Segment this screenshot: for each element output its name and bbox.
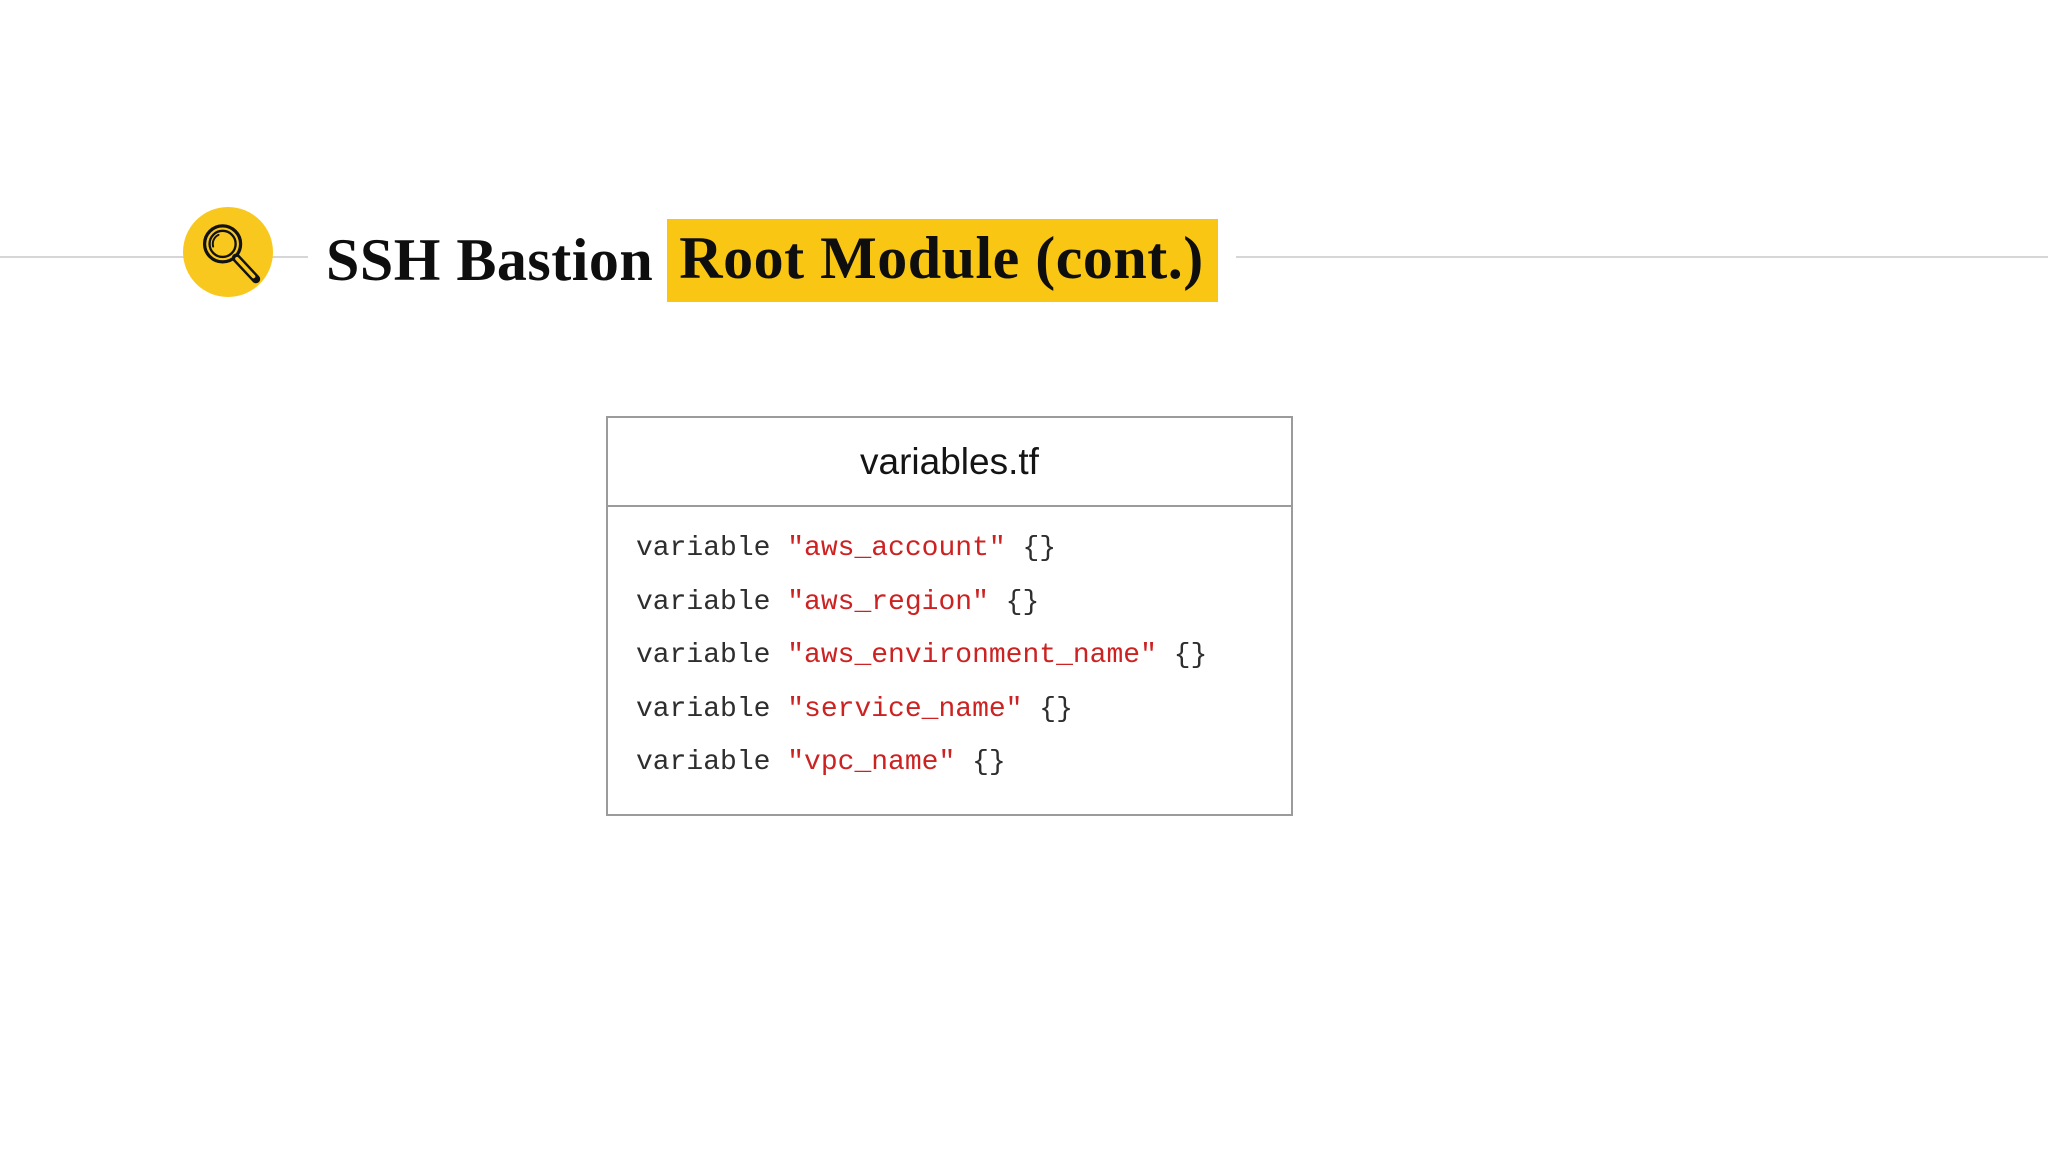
code-line: variable "aws_region" {}: [636, 586, 1040, 618]
code-line: variable "service_name" {}: [636, 693, 1073, 725]
code-body: variable "aws_account" {} variable "aws_r…: [608, 507, 1291, 790]
icon-circle: [183, 207, 273, 297]
code-panel: variables.tf variable "aws_account" {}va…: [606, 416, 1293, 816]
magnifier-icon: [183, 207, 273, 297]
code-panel-filename: variables.tf: [608, 418, 1291, 507]
code-line: variable "aws_environment_name" {}: [636, 640, 1208, 671]
code-line: variable "aws_account" {}: [636, 533, 1057, 564]
code-line: variable "vpc_name" {}: [636, 747, 1006, 778]
slide-title-plain: SSH Bastion: [326, 226, 654, 293]
slide-title-highlight: Root Module (cont.): [667, 218, 1218, 302]
